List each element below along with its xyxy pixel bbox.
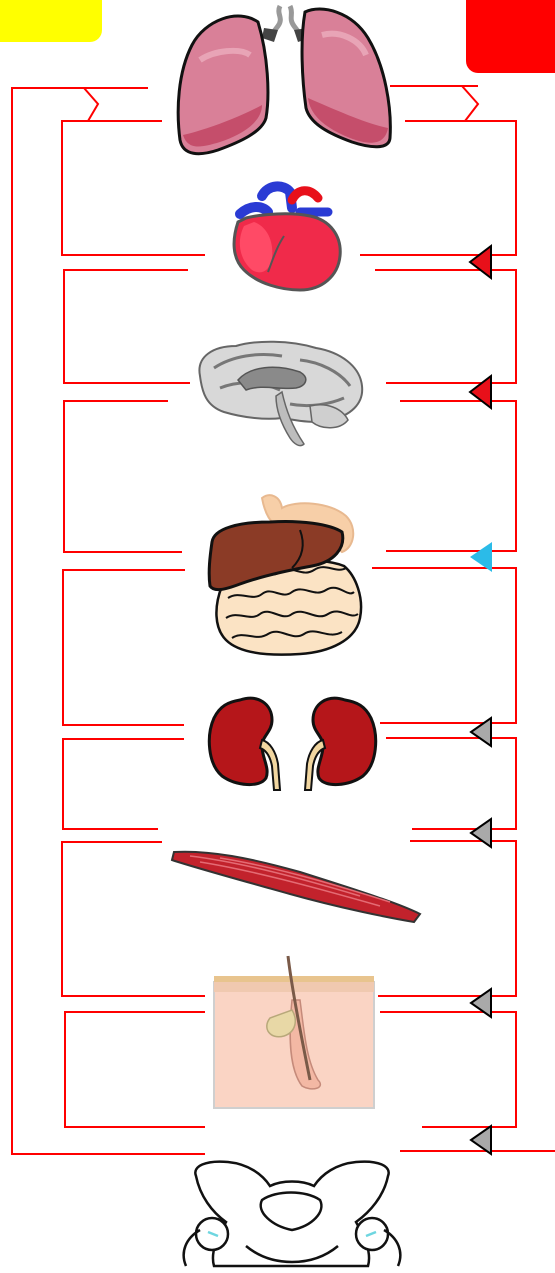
kidney-right-loop: [386, 738, 516, 829]
red-corner-tab: [466, 0, 555, 73]
kidneys-icon: [209, 698, 375, 790]
valve-pelvis: [471, 1126, 491, 1154]
liver-intestines-icon: [209, 495, 361, 654]
valve-brain: [470, 376, 491, 408]
lung-left-fork: [84, 88, 98, 121]
lung-right-fork: [462, 86, 478, 121]
muscle-left-loop: [62, 842, 205, 996]
skin-left-loop: [65, 1012, 205, 1127]
digestive-left-loop: [63, 570, 185, 725]
brain-icon: [199, 342, 362, 446]
kidney-left-loop: [63, 739, 184, 829]
valve-muscle: [471, 819, 491, 847]
outer-left-vessel: [12, 88, 205, 1154]
muscle-icon: [172, 852, 420, 922]
digestive-right-loop: [372, 568, 516, 723]
heart-left-loop: [64, 270, 190, 383]
brain-left-loop: [64, 401, 182, 552]
yellow-corner-tab: [0, 0, 102, 42]
skin-right-loop: [380, 1012, 516, 1127]
skin-icon: [214, 956, 374, 1108]
pelvis-icon: [184, 1162, 401, 1266]
lungs-icon: [178, 6, 390, 154]
valve-heart: [470, 246, 491, 278]
heart-icon: [234, 186, 340, 290]
heart-right-loop: [375, 270, 516, 383]
brain-right-loop: [386, 401, 516, 551]
